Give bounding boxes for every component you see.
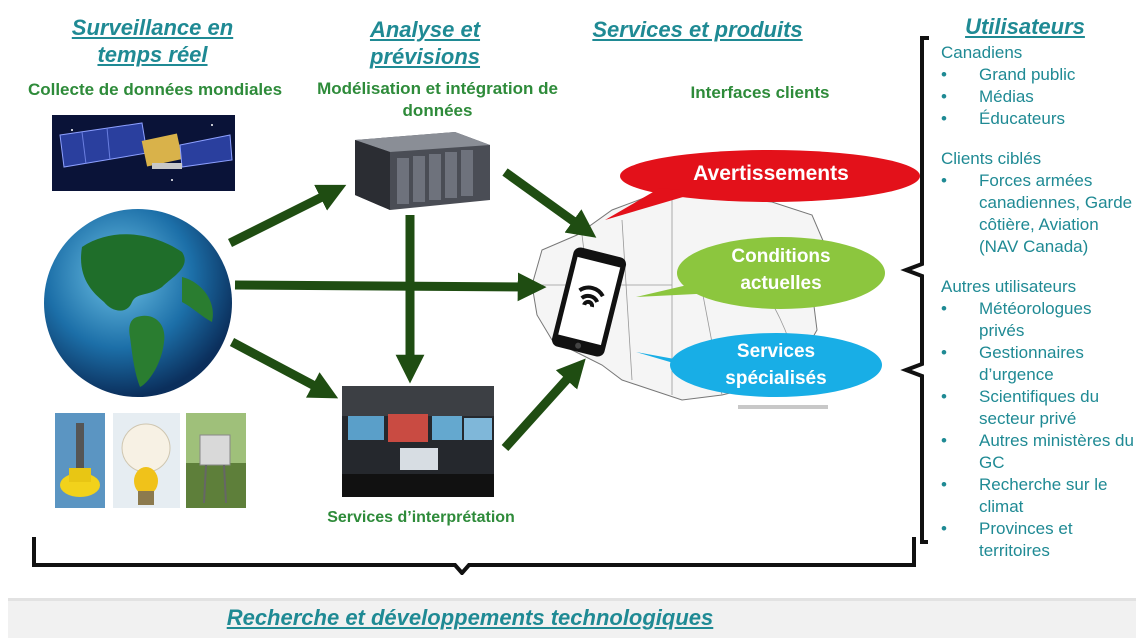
- list-item: Éducateurs: [941, 108, 1139, 130]
- services-title: Services et produits: [592, 17, 803, 42]
- list-item: Recherche sur le climat: [941, 474, 1139, 518]
- operations-room-image: [342, 386, 494, 497]
- list-item: Scientifiques du secteur privé: [941, 386, 1139, 430]
- footer-band: [8, 598, 1136, 638]
- list-item: Gestionnaires d’urgence: [941, 342, 1139, 386]
- specialized-services-bubble: [636, 333, 882, 397]
- list-item: Forces armées canadiennes, Garde côtière…: [941, 170, 1139, 258]
- list-item: Provinces et territoires: [941, 518, 1139, 562]
- analyse-title: Analyse et prévisions: [369, 17, 481, 69]
- users-group-title: Canadiens: [941, 43, 1023, 62]
- map-credit: [738, 405, 828, 409]
- analyse-subtitle: Modélisation et intégration de données: [317, 79, 558, 120]
- list-item: Météorologues privés: [941, 298, 1139, 342]
- current-conditions-label-1: Conditions: [731, 246, 831, 267]
- globe-image: [42, 207, 234, 399]
- weather-station-image: [186, 413, 246, 508]
- radar-image: [113, 413, 180, 508]
- users-list: Canadiens Grand public Médias Éducateurs…: [941, 42, 1139, 580]
- smartphone-image: [544, 247, 634, 357]
- arrow-globe-to-interpretation: [229, 338, 339, 399]
- list-item: Autres ministères du GC: [941, 430, 1139, 474]
- warnings-bubble-label: Avertissements: [693, 162, 849, 185]
- specialized-services-label-1: Services: [736, 341, 816, 362]
- list-item: Grand public: [941, 64, 1139, 86]
- interpretation-label: Services d’interprétation: [327, 509, 515, 526]
- users-title: Utilisateurs: [965, 14, 1085, 39]
- research-brace: [32, 537, 916, 575]
- list-item: Médias: [941, 86, 1139, 108]
- surveillance-subtitle: Collecte de données mondiales: [27, 80, 283, 99]
- footer-title: Recherche et développements technologiqu…: [226, 605, 714, 630]
- users-group-title: Clients ciblés: [941, 149, 1042, 168]
- current-conditions-label-2: actuelles: [740, 273, 822, 294]
- surveillance-title: Surveillance en temps réel: [71, 15, 234, 67]
- arrow-globe-to-services: [234, 272, 547, 302]
- arrow-globe-to-models: [227, 184, 347, 248]
- buoy-image: [55, 413, 105, 508]
- services-subtitle: Interfaces clients: [690, 83, 830, 102]
- specialized-services-label-2: spécialisés: [725, 368, 827, 389]
- satellite-image: [52, 115, 235, 191]
- users-group-title: Autres utilisateurs: [941, 277, 1077, 296]
- current-conditions-bubble: [636, 237, 885, 309]
- warnings-bubble: [605, 150, 920, 220]
- users-brace: [900, 36, 929, 544]
- supercomputer-image: [345, 130, 495, 210]
